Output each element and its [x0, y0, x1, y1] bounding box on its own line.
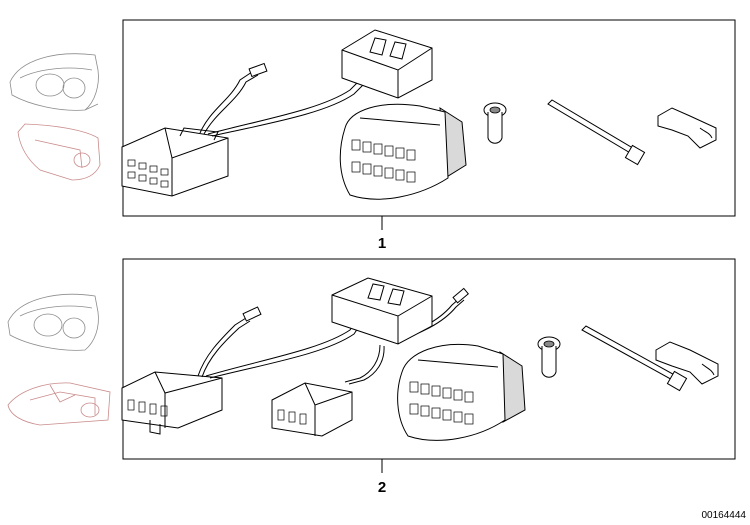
taillight-thumbnail-1: [17, 123, 101, 181]
taillight-thumbnail-2: [7, 382, 111, 426]
callout-1-label: 1: [378, 235, 386, 252]
large-connector-1: [339, 103, 467, 200]
wire-harness-1: [199, 62, 365, 137]
four-pin-connector-2: [271, 382, 353, 437]
kit-2-frame: [122, 258, 736, 460]
clip-2: [655, 341, 719, 385]
diagram-reference-number: 00164444: [702, 510, 747, 521]
cable-tie-2: [581, 325, 688, 392]
kit-2-group: 2: [7, 258, 736, 496]
kit-1-group: 1: [9, 19, 736, 252]
clip-1: [657, 107, 717, 149]
relay-plug-1: [341, 29, 433, 99]
headlight-thumbnail-2: [7, 293, 99, 351]
headlight-thumbnail-1: [9, 53, 99, 111]
multi-pin-connector-2: [121, 371, 223, 435]
relay-plug-2: [331, 277, 433, 345]
callout-2-label: 2: [378, 479, 386, 496]
multi-pin-connector-1: [121, 127, 229, 197]
kit-1-frame: [122, 19, 736, 217]
wire-harness-2: [197, 287, 469, 385]
cable-tie-1: [547, 99, 646, 166]
grommet-1: [483, 102, 507, 144]
grommet-2: [537, 336, 561, 378]
large-connector-2: [397, 343, 526, 441]
